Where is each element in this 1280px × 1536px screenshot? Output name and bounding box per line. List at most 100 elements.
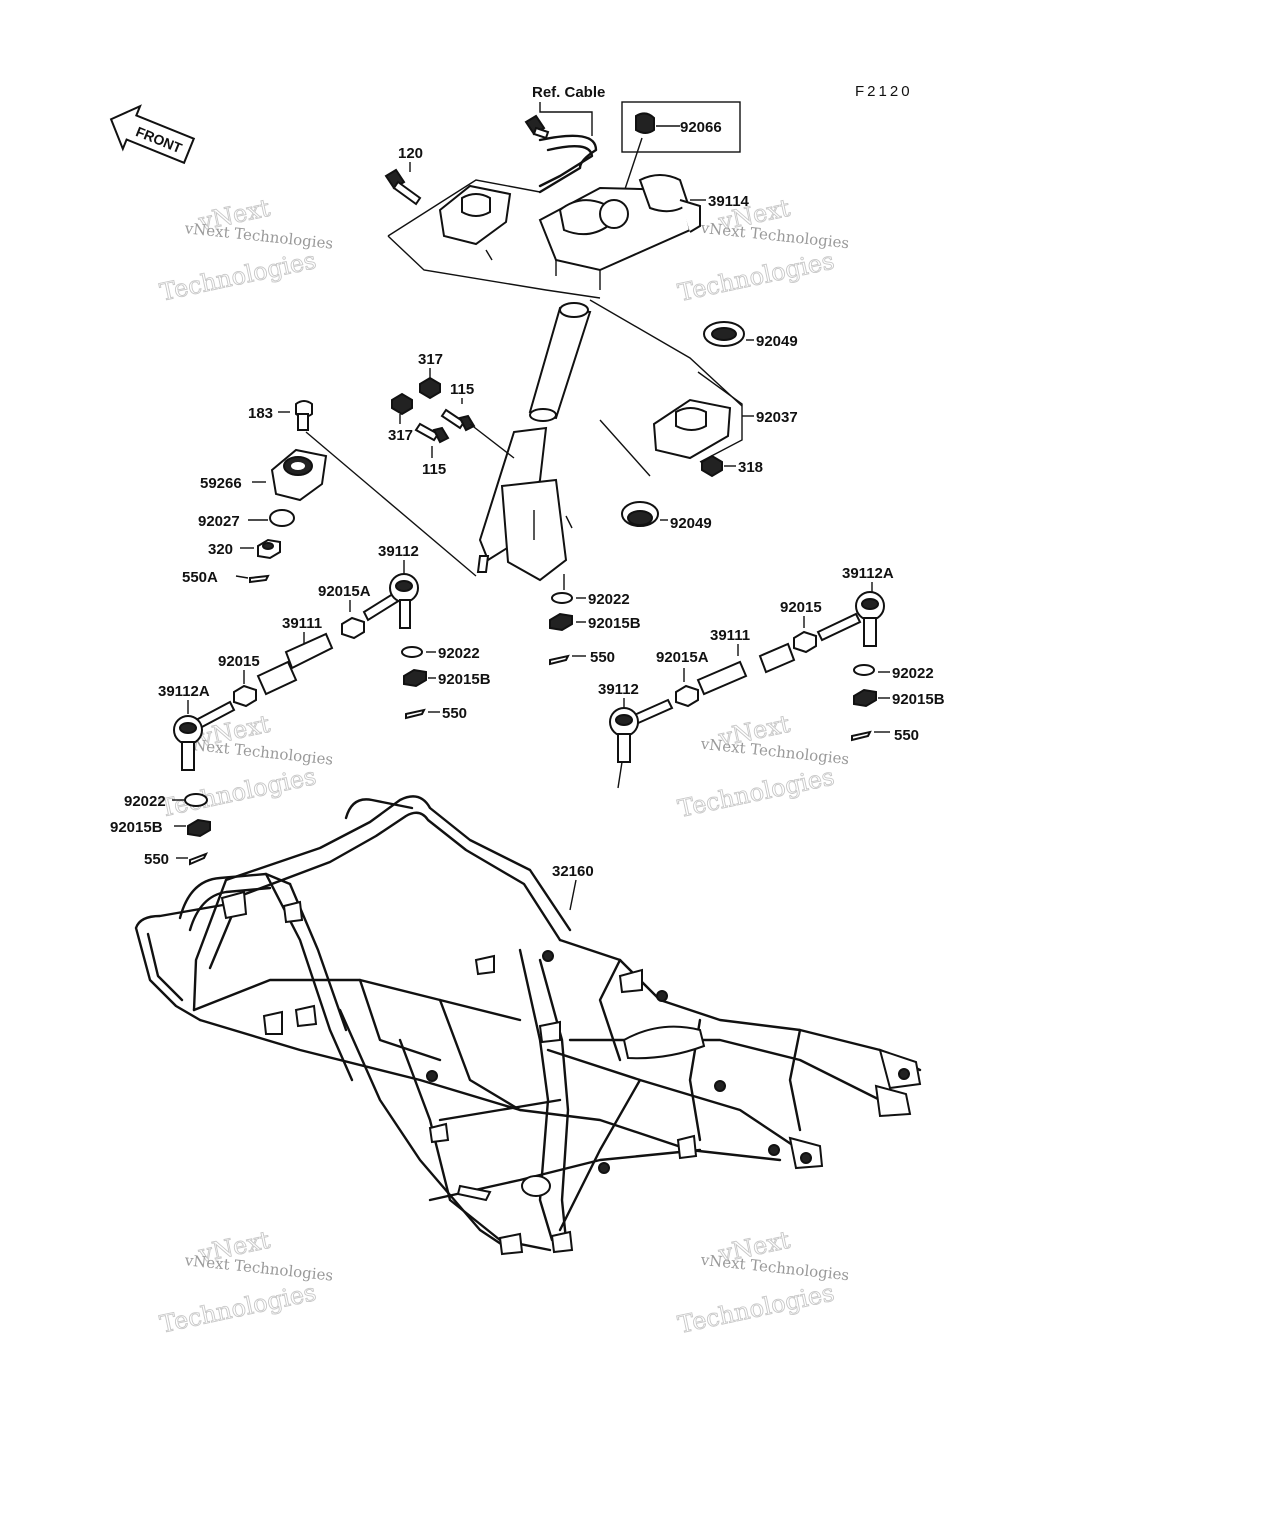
part-550A-pin: [249, 574, 270, 584]
label-92022-left: 92022: [438, 645, 480, 662]
watermark-bottom-left: vNext vNext Technologies Technologies: [157, 1225, 334, 1339]
part-92049-bottom: [621, 501, 659, 527]
label-317-top: 317: [418, 351, 443, 368]
part-320-nut: [257, 538, 281, 560]
part-92015B-right: [853, 688, 877, 708]
part-92015A-right-nut: [675, 684, 699, 708]
label-59266: 59266: [200, 475, 242, 492]
part-317-nut-top: [419, 376, 441, 400]
ref-cable-label: Ref. Cable: [532, 84, 605, 101]
label-92015B-far-left: 92015B: [110, 819, 163, 836]
svg-text:Technologies: Technologies: [157, 246, 318, 306]
label-550-right: 550: [894, 727, 919, 744]
label-92015-right: 92015: [780, 599, 822, 616]
svg-text:Technologies: Technologies: [157, 762, 318, 822]
svg-text:Technologies: Technologies: [675, 1279, 836, 1339]
svg-text:Technologies: Technologies: [157, 1278, 318, 1338]
label-115-top: 115: [450, 381, 474, 398]
watermark-mid-right: vNext vNext Technologies Technologies: [675, 709, 850, 823]
label-92049-top: 92049: [756, 333, 798, 350]
watermarks: vNext vNext Technologies Technologies vN…: [157, 193, 850, 1339]
part-39111-left-tie-rod: [256, 632, 334, 696]
part-550-left-pin: [405, 708, 426, 720]
label-92015-left: 92015: [218, 653, 260, 670]
label-318: 318: [738, 459, 763, 476]
part-92022-far-left: [184, 793, 208, 807]
front-arrow-icon: FRONT: [109, 104, 196, 165]
part-39114-holder: [538, 174, 701, 290]
ref-cable-bracket: [539, 102, 593, 136]
label-39112-left: 39112: [378, 543, 419, 560]
part-92015-left-nut: [233, 684, 257, 708]
part-115-bolt-top: [440, 408, 476, 432]
label-317-bottom: 317: [388, 427, 413, 444]
label-550-far-left: 550: [144, 851, 169, 868]
label-550-center: 550: [590, 649, 615, 666]
part-39112A-right-tie-rod-end: [816, 591, 885, 647]
part-39112A-left-tie-rod-end: [173, 700, 236, 771]
part-550-far-left-pin: [189, 852, 209, 866]
part-183-bolt: [295, 400, 313, 431]
watermark-bottom-right: vNext vNext Technologies Technologies: [675, 1225, 850, 1339]
label-92015A-right: 92015A: [656, 649, 709, 666]
part-550-right-pin: [851, 730, 872, 742]
part-39112-left-tie-rod-end: [362, 573, 419, 629]
part-92049-top: [703, 321, 745, 347]
part-317-nut-bottom: [391, 392, 413, 416]
label-92015B-right: 92015B: [892, 691, 945, 708]
label-92037: 92037: [756, 409, 798, 426]
label-92022-far-left: 92022: [124, 793, 166, 810]
label-39111-left: 39111: [282, 615, 322, 632]
label-92015B-left: 92015B: [438, 671, 491, 688]
part-32160-frame: [134, 795, 922, 1256]
label-550A: 550A: [182, 569, 218, 586]
label-320: 320: [208, 541, 233, 558]
part-92015-right-nut: [793, 630, 817, 654]
part-92066-box: [621, 101, 741, 153]
handlebar-clamp-upper: [438, 184, 512, 246]
part-39112-right-tie-rod-end: [609, 698, 674, 789]
label-183: 183: [248, 405, 273, 422]
part-92015B-center: [549, 612, 573, 632]
label-92022-right: 92022: [892, 665, 934, 682]
label-39112-right: 39112: [598, 681, 639, 698]
watermark-top-left: vNext vNext Technologies Technologies: [157, 193, 334, 307]
part-39111-right-tie-rod: [696, 642, 796, 696]
label-39112A-left: 39112A: [158, 683, 210, 700]
part-92015B-left: [403, 668, 427, 688]
part-92037-clamp: [652, 398, 732, 460]
label-115-bottom: 115: [422, 461, 446, 478]
label-92049-bottom: 92049: [670, 515, 712, 532]
figure-code: F2120: [855, 83, 913, 100]
label-550-left: 550: [442, 705, 467, 722]
part-318-nut: [701, 454, 723, 478]
label-92022-center: 92022: [588, 591, 630, 608]
label-39111-right: 39111: [710, 627, 750, 644]
part-92022-center: [551, 592, 573, 604]
part-115-bolt-bottom: [414, 422, 450, 444]
label-92015B-center: 92015B: [588, 615, 641, 632]
part-92022-left: [401, 646, 423, 658]
part-92027-spacer: [269, 509, 295, 527]
svg-text:Technologies: Technologies: [675, 247, 836, 307]
label-92066: 92066: [680, 119, 722, 136]
cable-bolt: [524, 114, 550, 140]
cable-guide: [538, 134, 598, 194]
part-120-bolt: [384, 168, 422, 206]
part-92015A-left-nut: [341, 616, 365, 640]
svg-text:Technologies: Technologies: [675, 763, 836, 823]
watermark-top-right: vNext vNext Technologies Technologies: [675, 193, 850, 307]
part-92022-right: [853, 664, 875, 676]
cable-guide-inner: [538, 144, 594, 188]
label-120: 120: [398, 145, 423, 162]
label-32160: 32160: [552, 863, 594, 880]
label-39114: 39114: [708, 193, 750, 210]
part-550-center-pin: [549, 654, 570, 666]
steering-column-lower: [476, 426, 573, 582]
part-92015B-far-left: [187, 818, 211, 838]
label-92015A-left: 92015A: [318, 583, 371, 600]
part-92066-cap: [635, 112, 655, 134]
label-92027: 92027: [198, 513, 240, 530]
steering-shaft: [528, 302, 592, 422]
